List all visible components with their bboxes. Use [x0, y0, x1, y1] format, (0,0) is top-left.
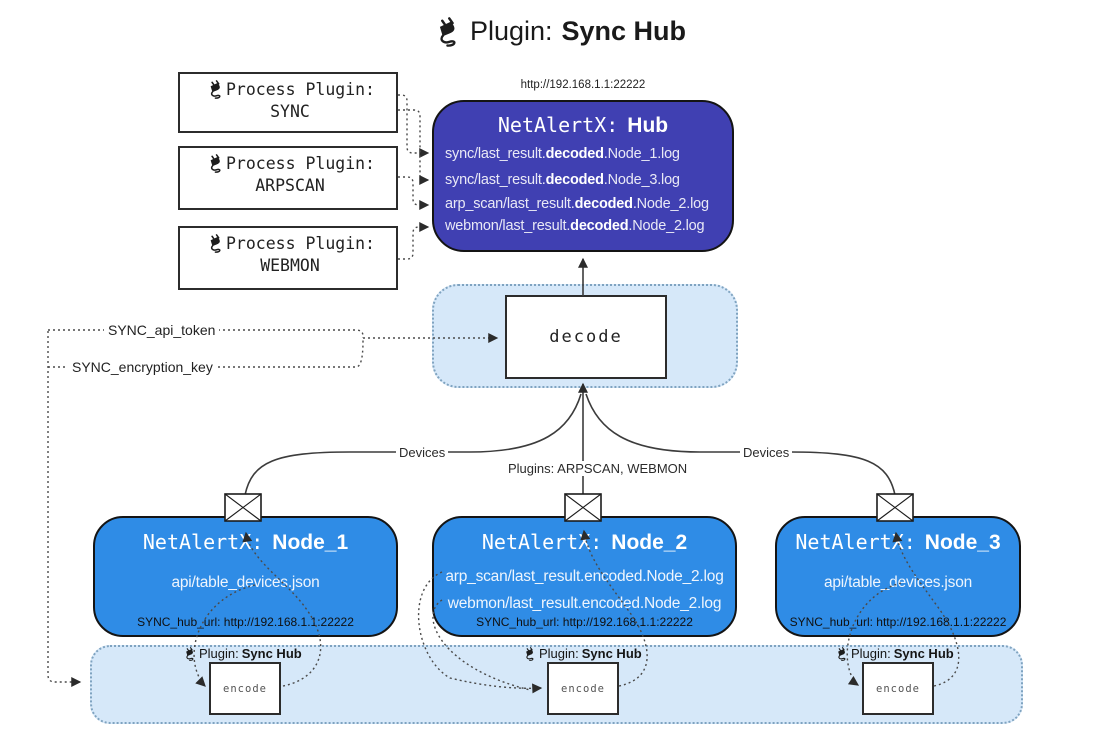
plug-icon: [431, 17, 461, 47]
hub-title-name: Hub: [627, 114, 669, 137]
decode-box: decode: [505, 295, 667, 379]
node-title: NetAlertX:Node_1: [142, 530, 349, 554]
node-footer: SYNC_hub_url: http://192.168.1.1:22222: [789, 615, 1007, 629]
encode-box: encode: [209, 662, 281, 715]
hub-log-line: sync/last_result.decoded.Node_1.log: [445, 146, 680, 162]
process-plugin-name: ARPSCAN: [255, 176, 325, 195]
process-plugin-label: Process Plugin:: [225, 154, 375, 173]
hub-title: NetAlertX: Hub: [434, 113, 732, 138]
node-file-line: webmon/last_result.encoded.Node_2.log: [447, 595, 722, 612]
hub-log-list: sync/last_result.decoded.Node_1.log sync…: [434, 141, 732, 237]
devices-label-left: Devices: [396, 445, 449, 460]
encoder-label: Plugin:Sync Hub: [522, 646, 642, 661]
hub-log-line: webmon/last_result.decoded.Node_2.log: [445, 218, 705, 234]
hub-url-label: http://192.168.1.1:22222: [520, 79, 646, 91]
plug-icon: [205, 154, 224, 173]
process-plugin-name: WEBMON: [260, 256, 320, 275]
encode-box: encode: [862, 662, 934, 715]
node-file-line: arp_scan/last_result.encoded.Node_2.log: [445, 568, 724, 585]
process-plugin-box-sync: Process Plugin: SYNC: [178, 72, 398, 133]
plug-icon: [182, 647, 196, 661]
node-file-line: api/table_devices.json: [823, 574, 973, 591]
devices-label-right: Devices: [740, 445, 793, 460]
hub-log-line: arp_scan/last_result.decoded.Node_2.log: [445, 196, 709, 212]
process-plugin-box-arpscan: Process Plugin: ARPSCAN: [178, 146, 398, 210]
process-plugin-name: SYNC: [270, 102, 310, 121]
encoder-label: Plugin:Sync Hub: [834, 646, 954, 661]
process-plugin-box-webmon: Process Plugin: WEBMON: [178, 226, 398, 290]
sync-encryption-key-label: SYNC_encryption_key: [68, 359, 217, 375]
plugins-label: Plugins: ARPSCAN, WEBMON: [505, 461, 691, 476]
encoder-label: Plugin:Sync Hub: [182, 646, 302, 661]
plug-icon: [205, 80, 224, 99]
page-title-name: Sync Hub: [561, 16, 687, 46]
process-plugin-label: Process Plugin:: [225, 234, 375, 253]
page-title-prefix: Plugin:: [469, 16, 553, 46]
page-title: Plugin: Sync Hub: [0, 16, 1117, 47]
node-box-node-3: NetAlertX:Node_3 api/table_devices.json …: [775, 516, 1021, 637]
node-file-line: api/table_devices.json: [171, 574, 320, 591]
encode-box: encode: [547, 662, 619, 715]
plug-icon: [205, 234, 224, 253]
node-title: NetAlertX:Node_2: [481, 530, 688, 554]
hub-log-line: sync/last_result.decoded.Node_3.log: [445, 172, 680, 188]
plug-icon: [522, 647, 536, 661]
hub-title-prefix: NetAlertX:: [497, 113, 619, 137]
node-box-node-2: NetAlertX:Node_2 arp_scan/last_result.en…: [432, 516, 737, 637]
plug-icon: [834, 647, 848, 661]
node-footer: SYNC_hub_url: http://192.168.1.1:22222: [476, 615, 693, 629]
sync-api-token-label: SYNC_api_token: [104, 322, 220, 338]
process-plugin-label: Process Plugin:: [225, 80, 375, 99]
node-box-node-1: NetAlertX:Node_1 api/table_devices.json …: [93, 516, 398, 637]
node-title: NetAlertX:Node_3: [795, 530, 1001, 554]
hub-box: NetAlertX: Hub sync/last_result.decoded.N…: [432, 100, 734, 252]
node-footer: SYNC_hub_url: http://192.168.1.1:22222: [137, 615, 354, 629]
